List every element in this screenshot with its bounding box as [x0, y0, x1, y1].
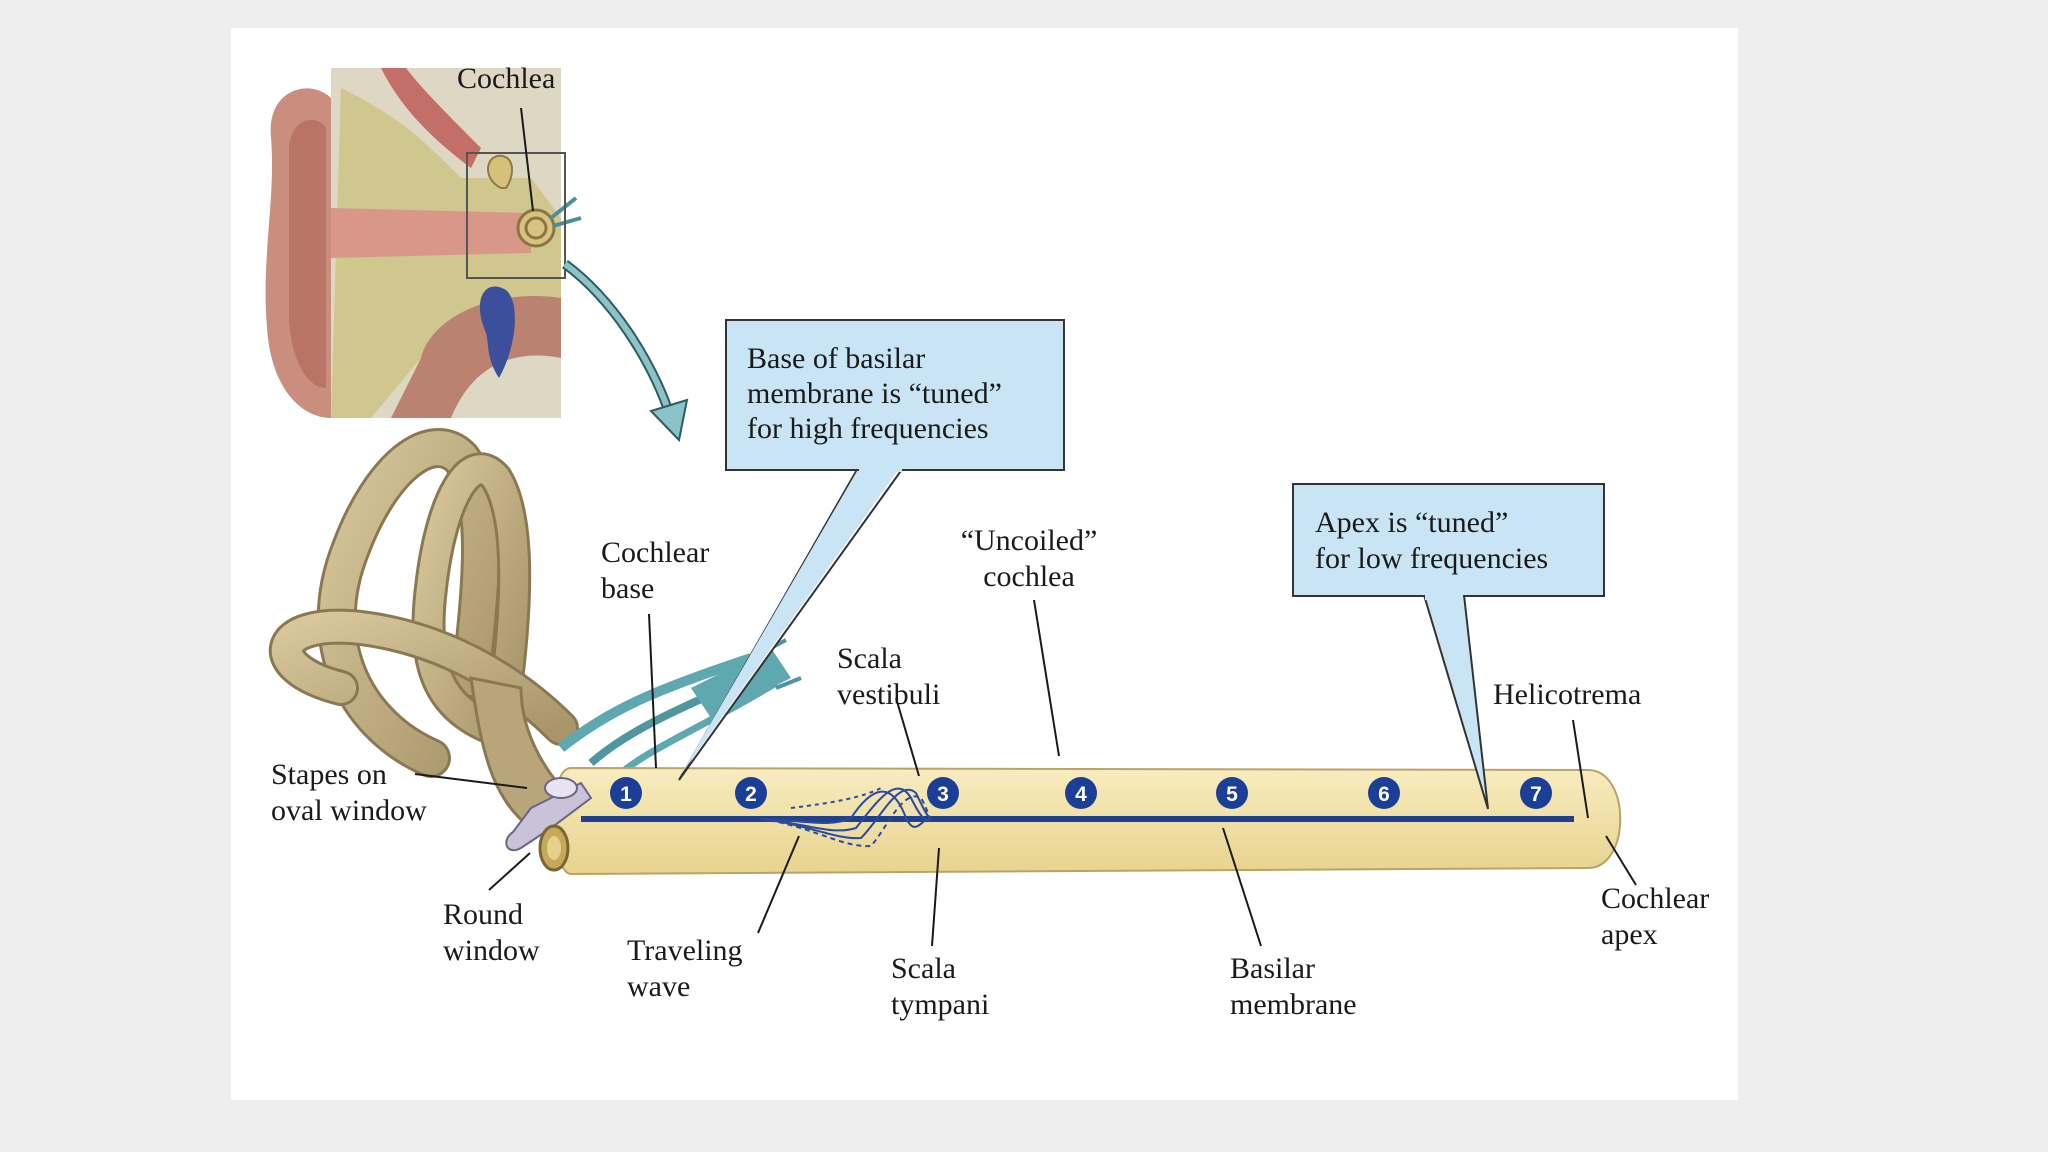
svg-text:1: 1 — [620, 783, 632, 806]
ear-illustration — [265, 68, 582, 419]
label-round-window-2: window — [443, 934, 540, 967]
callout-apex: Apex is “tuned” for low frequencies — [1292, 483, 1605, 810]
label-cochlear-base-1: Cochlear — [601, 536, 709, 569]
label-traveling-wave-2: wave — [627, 970, 690, 1003]
label-cochlear-apex-2: apex — [1601, 918, 1658, 951]
marker-6: 6 — [1368, 777, 1400, 809]
marker-5: 5 — [1216, 777, 1248, 809]
svg-text:4: 4 — [1075, 783, 1087, 806]
cochlea-diagram: Base of basilar membrane is “tuned” for … — [265, 62, 1709, 1021]
label-helicotrema: Helicotrema — [1493, 678, 1641, 711]
label-stapes-1: Stapes on — [271, 758, 387, 791]
position-markers: 1 2 3 4 5 6 7 — [610, 777, 1552, 809]
callout-apex-line-2: for low frequencies — [1315, 542, 1548, 575]
svg-text:7: 7 — [1530, 783, 1542, 806]
zoom-arrowhead — [649, 398, 689, 443]
label-scala-vestibuli-2: vestibuli — [837, 678, 940, 711]
label-scala-tympani-2: tympani — [891, 988, 989, 1021]
label-stapes-2: oval window — [271, 794, 427, 827]
labels: Cochlea Cochlear base “Uncoiled” cochlea… — [271, 62, 1709, 1021]
label-basilar-membrane-2: membrane — [1230, 988, 1357, 1021]
callout-base-line-2: membrane is “tuned” — [747, 377, 1002, 410]
callout-apex-line-1: Apex is “tuned” — [1315, 506, 1508, 539]
callout-base-line-3: for high frequencies — [747, 412, 989, 445]
marker-7: 7 — [1520, 777, 1552, 809]
zoom-arrow — [562, 259, 676, 420]
callout-base-line-1: Base of basilar — [747, 342, 925, 375]
marker-3: 3 — [927, 777, 959, 809]
diagram-panel: Base of basilar membrane is “tuned” for … — [231, 28, 1738, 1100]
label-cochlea: Cochlea — [457, 62, 555, 95]
label-basilar-membrane-1: Basilar — [1230, 952, 1315, 985]
label-round-window-1: Round — [443, 898, 523, 931]
marker-1: 1 — [610, 777, 642, 809]
label-scala-vestibuli-1: Scala — [837, 642, 902, 675]
stapes — [505, 781, 593, 851]
label-scala-tympani-1: Scala — [891, 952, 956, 985]
svg-text:6: 6 — [1378, 783, 1390, 806]
leader-lines — [414, 107, 1637, 947]
svg-text:2: 2 — [745, 783, 757, 806]
traveling-wave — [760, 787, 932, 848]
svg-text:5: 5 — [1226, 783, 1238, 806]
marker-2: 2 — [735, 777, 767, 809]
label-uncoiled-1: “Uncoiled” — [961, 524, 1098, 557]
svg-text:3: 3 — [937, 783, 949, 806]
label-traveling-wave-1: Traveling — [627, 934, 743, 967]
marker-4: 4 — [1065, 777, 1097, 809]
label-cochlear-apex-1: Cochlear — [1601, 882, 1709, 915]
label-cochlear-base-2: base — [601, 572, 654, 605]
callout-base: Base of basilar membrane is “tuned” for … — [678, 319, 1065, 781]
semicircular-canals — [268, 428, 579, 830]
label-uncoiled-2: cochlea — [983, 560, 1075, 593]
